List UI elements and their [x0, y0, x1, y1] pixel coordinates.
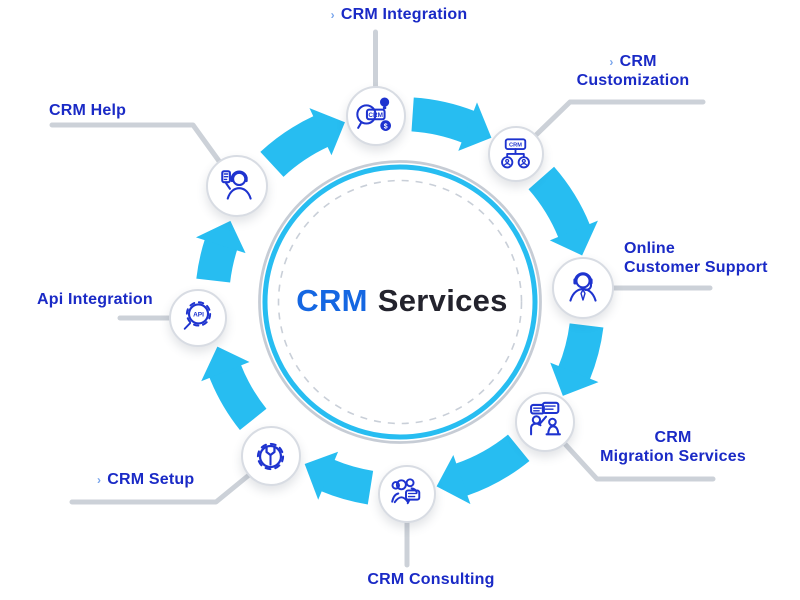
crm-search-icon: CRM $: [356, 97, 391, 132]
node-crm-migration-services: [515, 391, 576, 452]
ring-arc-segment: [320, 459, 374, 505]
deco-arrow-icon: ›: [97, 473, 102, 487]
deco-arrow-icon: ›: [330, 8, 335, 22]
label-api-integration: Api Integration: [37, 291, 197, 310]
svg-text:API: API: [193, 312, 204, 319]
label-line: CRM Help: [49, 102, 127, 119]
svg-text:CRM: CRM: [368, 112, 383, 119]
label-line: Customization: [576, 71, 690, 89]
label-crm-consulting: CRM Consulting: [341, 571, 521, 590]
ring-arrowhead: [309, 108, 345, 156]
diagram-center-title: CRM Services: [296, 283, 507, 319]
gear-wrench-icon: [257, 442, 285, 470]
node-crm-setup: [240, 426, 301, 486]
node-crm-customization: CRM: [487, 125, 544, 182]
crm-hierarchy-icon: CRM: [501, 138, 531, 169]
center-title-crm: CRM: [296, 283, 368, 318]
center-cyan-ring: [262, 164, 538, 440]
node-crm-consulting: [377, 464, 436, 523]
connector-crm-help: [49, 122, 222, 164]
ring-arrowhead: [549, 220, 598, 256]
api-gear-icon: API: [183, 301, 212, 331]
ring-arc-segment: [558, 322, 604, 380]
label-line: ›CRM Integration: [330, 6, 468, 23]
ring-arc-segment: [411, 97, 475, 143]
help-agent-icon: [221, 170, 252, 200]
svg-text:CRM: CRM: [509, 143, 522, 149]
label-crm-integration: ›CRM Integration: [299, 6, 499, 25]
support-agent-icon: [569, 271, 597, 302]
ring-arrowhead: [304, 451, 339, 500]
ring-arrowhead: [458, 102, 492, 151]
connector-crm-customization: [533, 99, 706, 138]
label-crm-setup: ›CRM Setup: [97, 471, 247, 490]
center-title-services: Services: [377, 283, 508, 318]
node-crm-help: [206, 155, 268, 218]
ring-arc-segment: [209, 364, 267, 431]
svg-text:$: $: [384, 123, 388, 130]
node-api-integration: API: [168, 288, 227, 347]
consulting-group-icon: [391, 478, 421, 505]
ring-arc-segment: [196, 239, 238, 283]
connector-crm-migration-services: [562, 441, 716, 482]
ring-arc-segment: [260, 115, 329, 178]
label-line: Api Integration: [37, 291, 153, 308]
label-line: CRM Consulting: [367, 571, 495, 588]
deco-arrow-icon: ›: [609, 55, 614, 69]
label-crm-help: CRM Help: [49, 102, 179, 121]
label-line: ›CRM Setup: [97, 471, 195, 488]
people-chat-icon: [529, 401, 561, 436]
ring-arc-segment: [528, 166, 591, 239]
ring-arrowhead: [195, 220, 246, 254]
center-dashed-ring: [277, 179, 523, 425]
node-online-customer-support: [552, 256, 615, 319]
label-line: Customer Support: [624, 258, 768, 276]
label-line: CRM: [654, 429, 692, 446]
label-line: Online: [624, 240, 675, 257]
ring-arrowhead: [201, 346, 250, 382]
label-line: Migration Services: [600, 447, 746, 465]
node-crm-integration: CRM $: [345, 85, 406, 146]
label-line: ›CRM: [609, 53, 657, 70]
ring-arrowhead: [550, 362, 599, 396]
ring-arc-segment: [455, 434, 530, 496]
connector-crm-setup: [69, 472, 252, 505]
ring-arrowhead: [436, 454, 471, 505]
